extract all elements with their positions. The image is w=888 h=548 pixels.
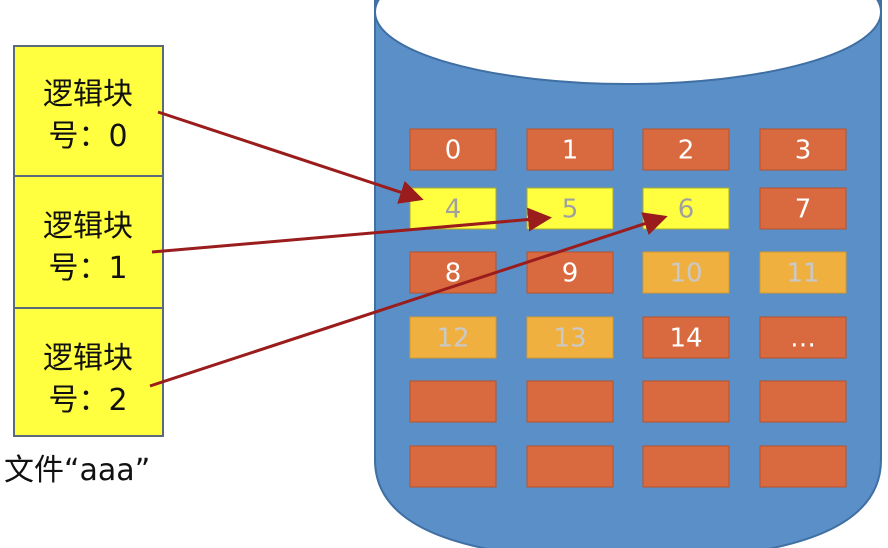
disk-block-label: 0 [445,136,462,166]
disk-body [374,0,882,548]
disk-block-label: 1 [562,136,579,166]
disk-block-rect [409,380,497,423]
disk-block-label: 4 [445,195,462,225]
disk-block-label: 2 [678,136,695,166]
disk-block-rect [642,380,730,423]
disk-block-r4-c0 [409,380,497,423]
disk-block-label: 9 [562,259,579,289]
disk-block-rect [642,251,730,294]
disk-block-label: 14 [669,324,702,354]
logical-block-2-line2: 号：2 [48,383,127,418]
logical-block-0-line1: 逻辑块 [43,77,133,112]
disk-block-r5-c1 [526,445,614,488]
disk-block-rect [409,445,497,488]
disk-block-r2-c2: 10 [642,251,730,294]
disk-block-r1-c1: 5 [526,187,614,230]
disk-block-label: … [790,324,816,354]
disk-block-r1-c0: 4 [409,187,497,230]
disk-block-rect [526,380,614,423]
disk-block-r5-c3 [759,445,847,488]
disk-block-rect [759,316,847,359]
disk-block-rect [642,128,730,171]
disk-block-rect [409,316,497,359]
disk-block-rect [526,445,614,488]
disk-block-rect [409,187,497,230]
disk-block-r0-c0: 0 [409,128,497,171]
logical-block-0: 逻辑块 号：0 [13,45,164,177]
disk-block-label: 10 [669,259,702,289]
logical-block-2-line1: 逻辑块 [43,341,133,376]
disk-block-r4-c3 [759,380,847,423]
disk-block-rect [759,128,847,171]
disk-block-rect [409,128,497,171]
disk-block-r0-c3: 3 [759,128,847,171]
disk-block-r1-c3: 7 [759,187,847,230]
disk-block-r3-c0: 12 [409,316,497,359]
disk-block-label: 11 [786,259,819,289]
disk-block-r3-c3: … [759,316,847,359]
disk-block-label: 3 [795,136,812,166]
disk-block-r3-c1: 13 [526,316,614,359]
disk-block-label: 8 [445,259,462,289]
block-mapping-arrows [149,110,668,388]
disk-block-label: 12 [436,324,469,354]
disk-block-r1-c2: 6 [642,187,730,230]
disk-block-rect [759,187,847,230]
disk-block-rect [759,445,847,488]
disk-block-rect [526,128,614,171]
disk-top [374,0,882,85]
disk-block-label: 7 [795,195,812,225]
logical-block-2: 逻辑块 号：2 [13,307,164,437]
arrow-logical-2-to-block-6 [149,212,668,388]
disk-block-r4-c2 [642,380,730,423]
file-logical-blocks: 逻辑块 号：0 逻辑块 号：1 逻辑块 号：2 [13,45,164,437]
disk-block-label: 6 [678,195,695,225]
disk-block-r0-c2: 2 [642,128,730,171]
disk-block-r4-c1 [526,380,614,423]
arrow-logical-0-to-block-4 [157,110,424,204]
disk-block-rect [526,316,614,359]
logical-block-0-line2: 号：0 [48,119,127,154]
logical-block-1-line2: 号：1 [48,251,127,286]
disk-block-r2-c3: 11 [759,251,847,294]
disk-block-r3-c2: 14 [642,316,730,359]
disk-block-rect [759,251,847,294]
arrow-logical-1-to-block-5 [151,207,552,254]
disk-block-r5-c2 [642,445,730,488]
disk-block-label: 5 [562,195,579,225]
disk-block-rect [642,445,730,488]
logical-block-1-line1: 逻辑块 [43,209,133,244]
logical-block-1: 逻辑块 号：1 [13,175,164,309]
disk-cylinder [374,0,882,548]
file-caption: 文件“aaa” [4,453,150,488]
disk-block-rect [642,316,730,359]
disk-block-rect [759,380,847,423]
disk-block-r0-c1: 1 [526,128,614,171]
disk-block-r5-c0 [409,445,497,488]
disk-block-label: 13 [553,324,586,354]
